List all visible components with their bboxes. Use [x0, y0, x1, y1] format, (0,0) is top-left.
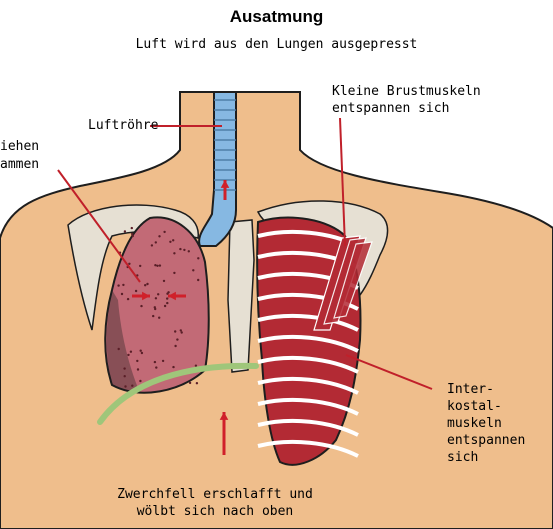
diagram-title: Ausatmung — [0, 8, 553, 25]
lung-dot — [166, 302, 168, 304]
lung-dot — [131, 233, 133, 235]
label-diaphragm-line1: Zwerchfell erschlafft und — [0, 486, 430, 503]
lung-dot — [196, 382, 198, 384]
lung-dot — [174, 330, 176, 332]
lung-dot — [164, 305, 166, 307]
lung-dot — [183, 249, 185, 251]
lung-dot — [158, 235, 160, 237]
lung-dot — [166, 297, 168, 299]
lung-dot — [123, 367, 125, 369]
lung-dot — [188, 250, 190, 252]
lung-dot — [140, 305, 142, 307]
lung-dot — [158, 317, 160, 319]
lung-dot — [131, 385, 133, 387]
lung-dot — [173, 272, 175, 274]
lung-dot — [130, 351, 132, 353]
lung-dot — [144, 284, 146, 286]
lung-dot — [159, 264, 161, 266]
lung-dot — [195, 365, 197, 367]
lung-dot — [131, 227, 133, 229]
diagram-subtitle: Luft wird aus den Lungen ausgepresst — [0, 36, 553, 53]
lung-dot — [173, 252, 175, 254]
lung-dot — [179, 248, 181, 250]
label-trachea: Luftröhre — [88, 117, 158, 134]
lung-dot — [152, 315, 154, 317]
lung-dot — [146, 283, 148, 285]
lung-dot — [122, 284, 124, 286]
label-chest-muscles-line2: entspannen sich — [332, 100, 449, 117]
lung-dot — [121, 293, 123, 295]
lung-dot — [197, 279, 199, 281]
label-lungs-line2: ammen — [0, 156, 39, 173]
lung-dot — [154, 264, 156, 266]
lung-dot — [127, 354, 129, 356]
lung-dot — [154, 306, 156, 308]
lung-dot — [172, 366, 174, 368]
lung-dot — [151, 244, 153, 246]
label-intercostal-line5: sich — [447, 449, 478, 466]
label-diaphragm-line2: wölbt sich nach oben — [0, 503, 430, 520]
lung-dot — [172, 239, 174, 241]
lung-dot — [137, 368, 139, 370]
lung-dot — [180, 329, 182, 331]
lung-dot — [124, 375, 126, 377]
lung-dot — [127, 298, 129, 300]
lung-dot — [174, 345, 176, 347]
lung-dot — [167, 291, 169, 293]
lung-dot — [154, 361, 156, 363]
lung-dot — [124, 230, 126, 232]
lung-dot — [162, 360, 164, 362]
lung-dot — [157, 293, 159, 295]
lung-dot — [181, 331, 183, 333]
label-lungs-line1: iehen — [0, 138, 39, 155]
lung-dot — [155, 241, 157, 243]
lung-dot — [124, 385, 126, 387]
lung-dot — [139, 380, 141, 382]
lung-dot — [140, 350, 142, 352]
lung-dot — [155, 297, 157, 299]
lung-dot — [192, 269, 194, 271]
label-intercostal-line1: Inter- — [447, 381, 494, 398]
lung-dot — [135, 290, 137, 292]
label-intercostal-line2: kostal- — [447, 398, 502, 415]
lung-dot — [189, 382, 191, 384]
lung-dot — [169, 241, 171, 243]
label-chest-muscles-line1: Kleine Brustmuskeln — [332, 83, 481, 100]
lung-dot — [128, 263, 130, 265]
lung-dot — [118, 348, 120, 350]
label-intercostal-line3: muskeln — [447, 415, 502, 432]
lung-dot — [155, 366, 157, 368]
lung-dot — [197, 257, 199, 259]
lung-dot — [163, 231, 165, 233]
lung-dot — [156, 265, 158, 267]
lung-dot — [176, 338, 178, 340]
label-intercostal-line4: entspannen — [447, 432, 525, 449]
lung-dot — [141, 352, 143, 354]
lung-dot — [163, 280, 165, 282]
lung-dot — [117, 284, 119, 286]
lung-dot — [136, 360, 138, 362]
lung-dot — [139, 265, 141, 267]
